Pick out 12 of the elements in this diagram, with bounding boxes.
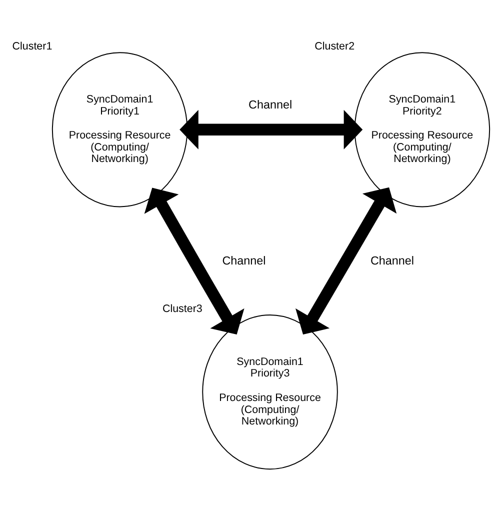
node-ellipse: SyncDomain1 Priority2 Processing Resource (Computing/ Networking) [354,52,490,208]
node-label: Cluster2 [314,40,355,52]
node-ellipse: SyncDomain1 Priority3 Processing Resource (Computing/ Networking) [202,314,338,470]
node-ellipse: SyncDomain1 Priority1 Processing Resource (Computing/ Networking) [52,52,188,208]
edge-label: Channel [222,254,266,268]
arrow [144,188,244,335]
node-label: Cluster1 [12,40,52,52]
edge-label: Channel [248,98,292,112]
edge-label: Channel [370,254,414,268]
arrow [295,187,397,335]
arrow [180,110,363,150]
node-label: Cluster3 [162,302,202,315]
